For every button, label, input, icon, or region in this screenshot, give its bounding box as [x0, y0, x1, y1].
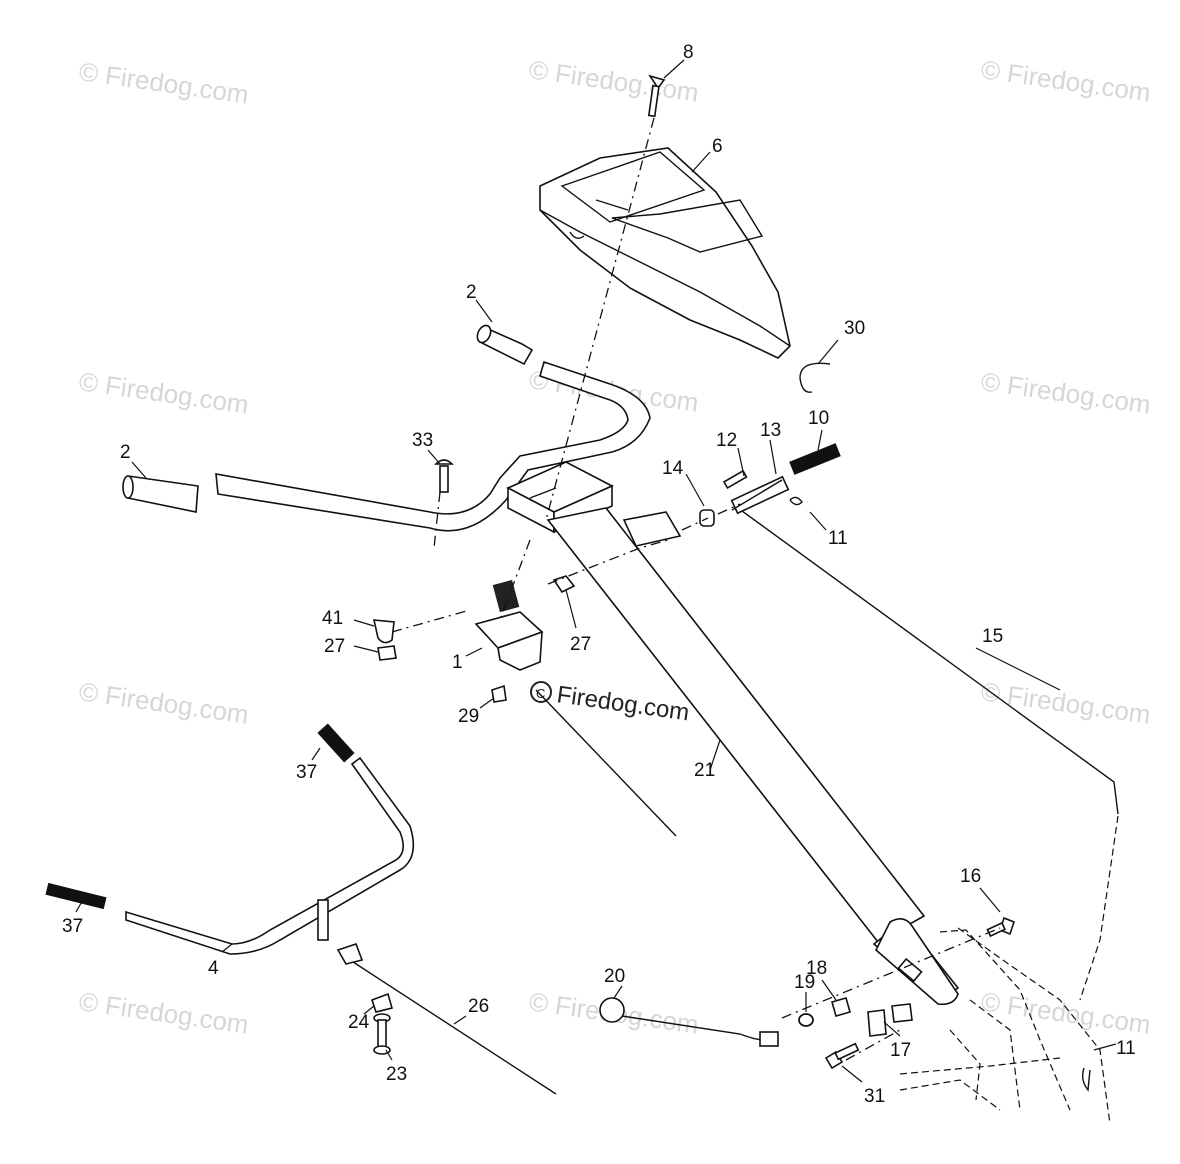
nut-27-left: [377, 645, 397, 661]
nut-27-right: [552, 575, 576, 594]
cable: [535, 689, 677, 837]
grip-37-left: [45, 882, 107, 910]
watermark: © Firedog.com: [979, 54, 1152, 107]
bolt-31: [824, 1042, 860, 1070]
callout-2-upper: 2: [466, 282, 477, 303]
callout-12: 12: [716, 430, 737, 451]
watermark: © Firedog.com: [77, 986, 250, 1039]
grip-37-upper: [317, 723, 355, 763]
nut-18: [831, 997, 851, 1017]
callout-8: 8: [683, 42, 694, 63]
callout-31: 31: [864, 1086, 885, 1107]
rod-26: [349, 959, 557, 1095]
washer-19: [798, 1013, 814, 1027]
callout-11-top: 11: [828, 528, 848, 549]
callout-29: 29: [458, 706, 479, 727]
clip-11-top: [789, 496, 803, 506]
spacer-17a: [867, 1009, 887, 1037]
callout-6: 6: [712, 136, 723, 157]
callout-21: 21: [694, 760, 715, 781]
callout-19: 19: [794, 972, 815, 993]
grip-10: [789, 443, 841, 475]
watermark: © Firedog.com: [77, 676, 250, 729]
callout-27-left: 27: [324, 636, 345, 657]
callout-20: 20: [604, 966, 625, 987]
lower-handle-4: [125, 756, 415, 955]
tube-end-fitting: [872, 918, 960, 1006]
control-bracket-1: [474, 579, 544, 671]
lever-assembly: [699, 443, 841, 527]
watermark: © Firedog.com: [527, 54, 700, 107]
callout-33: 33: [412, 430, 433, 451]
callout-10: 10: [808, 408, 829, 429]
center-watermark: C Firedog.com: [530, 681, 691, 727]
callout-14: 14: [662, 458, 684, 479]
callout-37-left: 37: [62, 916, 83, 937]
callout-30: 30: [844, 318, 865, 339]
clip-24: [370, 992, 393, 1013]
watermark-center: Firedog.com: [555, 681, 691, 726]
clamp-41: [372, 619, 395, 644]
bracket-plate: [622, 511, 682, 547]
callout-41: 41: [322, 608, 343, 629]
handlebar: [215, 360, 651, 532]
callout-18: 18: [806, 958, 827, 979]
clip-11-bottom: [1081, 1067, 1091, 1092]
watermark: © Firedog.com: [979, 986, 1152, 1039]
svg-text:C: C: [536, 686, 545, 701]
watermark: © Firedog.com: [979, 366, 1152, 419]
callout-2-left: 2: [120, 442, 131, 463]
callout-24: 24: [348, 1012, 370, 1033]
copyright-icon: [530, 681, 552, 703]
leader-lines: [75, 59, 1117, 1083]
clip-30: [799, 362, 831, 393]
shift-lever-20: [599, 997, 779, 1047]
rod-26-end: [336, 942, 364, 965]
console-shroud: [539, 147, 791, 359]
grip-2-upper: [476, 324, 534, 366]
callout-labels: 8 6 30 2 2 33 12 13 10 14 11 41 27 27 1 …: [62, 42, 1136, 1107]
screw-8: [647, 74, 666, 118]
spacer-17b: [891, 1003, 913, 1023]
callout-11-bottom: 11: [1116, 1038, 1136, 1059]
callout-1: 1: [452, 652, 463, 673]
callout-16: 16: [960, 866, 981, 887]
assembly-lines: [391, 117, 1001, 1061]
rod-15: [737, 507, 1119, 815]
callout-23: 23: [386, 1064, 407, 1085]
callout-15: 15: [982, 626, 1003, 647]
bolt-12: [722, 469, 748, 490]
grip-2-left: [122, 475, 199, 513]
bolt-23: [373, 1013, 391, 1055]
callout-26: 26: [468, 996, 489, 1017]
tiller-frame-dashed: [899, 927, 1111, 1125]
callout-4: 4: [208, 958, 219, 979]
callout-37-upper: 37: [296, 762, 317, 783]
bolt-33: [434, 459, 454, 493]
callout-27-right: 27: [570, 634, 591, 655]
watermark: © Firedog.com: [77, 366, 250, 419]
watermark: © Firedog.com: [77, 56, 250, 109]
callout-17: 17: [890, 1040, 911, 1061]
handle-bracket-4: [317, 899, 329, 941]
callout-13: 13: [760, 420, 781, 441]
nut-29: [491, 684, 507, 703]
bolt-16: [986, 916, 1015, 938]
main-tube-21: [546, 507, 926, 944]
